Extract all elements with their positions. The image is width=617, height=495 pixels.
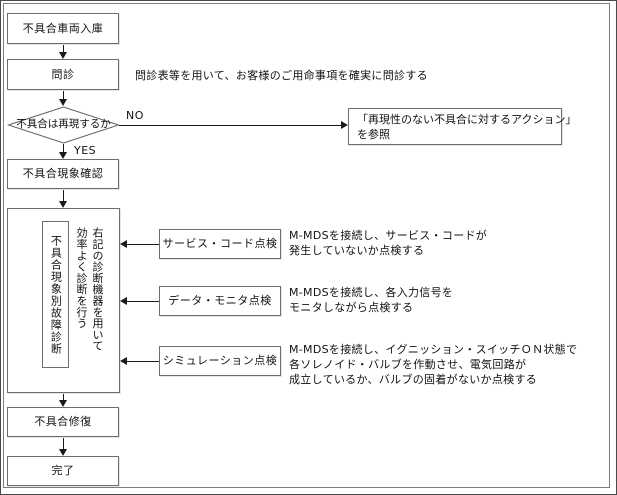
entry-box: 不具合車両入庫 bbox=[7, 13, 119, 44]
arrow-left-icon bbox=[120, 357, 127, 365]
page-border bbox=[3, 3, 610, 488]
interview-note: 問診表等を用いて、お客様のご用命事項を確実に問診する bbox=[135, 69, 428, 82]
complete-box: 完了 bbox=[7, 456, 119, 486]
diagnosis-note-vertical: 右記の診断機器を用いて 効率よく診断を行う bbox=[73, 227, 105, 379]
arrow-down-icon bbox=[59, 52, 67, 59]
data-monitor-label: データ・モニタ点検 bbox=[168, 294, 272, 308]
reference-box: 「再現性のない不具合に対するアクション」 を参照 bbox=[348, 108, 577, 145]
simulation-note: M-MDSを接続し、イグニッション・スイッチＯＮ状態で 各ソレノイド・バルブを作… bbox=[289, 343, 578, 386]
flow-arrow-line bbox=[63, 144, 64, 153]
repair-label: 不具合修復 bbox=[34, 415, 92, 429]
interview-box: 問診 bbox=[7, 59, 119, 90]
inspection-arrow-line bbox=[127, 301, 159, 302]
diagnosis-label-vertical: 不具合現象別故障診断 bbox=[49, 234, 63, 355]
diamond-shape-icon bbox=[7, 106, 120, 144]
inspection-arrow-line bbox=[127, 361, 159, 362]
service-code-box: サービス・コード点検 bbox=[159, 229, 281, 259]
decision-label: 不具合は再現するか bbox=[16, 118, 111, 131]
arrow-down-icon bbox=[59, 449, 67, 456]
no-branch-label: NO bbox=[126, 109, 144, 122]
arrow-down-icon bbox=[59, 152, 67, 159]
inspection-arrow-line bbox=[127, 244, 159, 245]
repair-box: 不具合修復 bbox=[7, 407, 119, 437]
service-code-label: サービス・コード点検 bbox=[162, 237, 278, 251]
diagnosis-box: 不具合現象別故障診断 bbox=[42, 221, 69, 368]
flow-arrow-line bbox=[63, 91, 64, 99]
entry-label: 不具合車両入庫 bbox=[22, 21, 104, 35]
arrow-left-icon bbox=[120, 240, 127, 248]
diagnosis-note-col-left: 効率よく診断を行う bbox=[75, 227, 88, 329]
data-monitor-box: データ・モニタ点検 bbox=[159, 286, 281, 316]
arrow-down-icon bbox=[59, 99, 67, 106]
interview-label: 問診 bbox=[51, 67, 75, 81]
flow-arrow-line bbox=[63, 190, 64, 201]
service-code-note: M-MDSを接続し、サービス・コードが 発生していないか点検する bbox=[289, 229, 488, 257]
reference-line1: 「再現性のない不具合に対するアクション」 bbox=[357, 113, 577, 126]
yes-branch-label: YES bbox=[74, 144, 97, 157]
simulation-label: シミュレーション点検 bbox=[162, 354, 278, 368]
diagnosis-note-col-right: 右記の診断機器を用いて bbox=[91, 227, 104, 352]
flow-arrow-line bbox=[63, 394, 64, 401]
arrow-right-icon bbox=[341, 121, 348, 129]
data-monitor-note: M-MDSを接続し、各入力信号を モニタしながら点検する bbox=[289, 286, 454, 314]
confirm-label: 不具合現象確認 bbox=[22, 167, 104, 181]
no-branch-line bbox=[119, 125, 341, 126]
confirm-box: 不具合現象確認 bbox=[7, 159, 119, 189]
simulation-box: シミュレーション点検 bbox=[159, 346, 281, 376]
reference-line2: を参照 bbox=[357, 128, 390, 141]
arrow-down-icon bbox=[59, 400, 67, 407]
arrow-down-icon bbox=[59, 201, 67, 208]
flow-arrow-line bbox=[63, 438, 64, 449]
flow-arrow-line bbox=[63, 45, 64, 53]
arrow-left-icon bbox=[120, 297, 127, 305]
decision-diamond: 不具合は再現するか bbox=[7, 106, 120, 144]
complete-label: 完了 bbox=[51, 464, 75, 478]
